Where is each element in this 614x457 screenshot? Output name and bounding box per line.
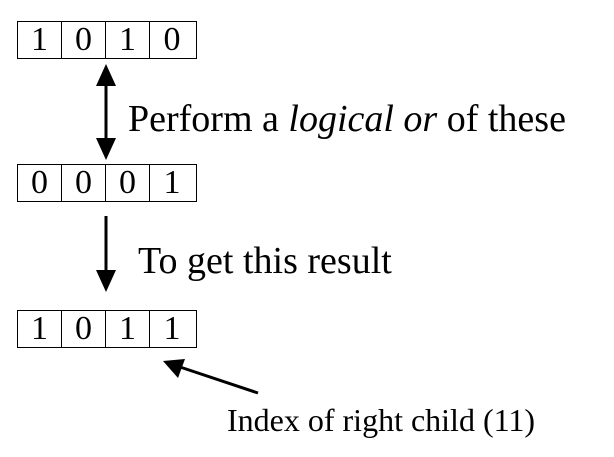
bit-cell: 0 <box>62 311 106 347</box>
bit-cell: 0 <box>62 22 106 58</box>
bit-cell: 1 <box>163 310 181 347</box>
bit-row-result: 1 0 1 1 <box>17 310 197 348</box>
pointer-arrow-icon <box>163 359 259 395</box>
bit-cell: 0 <box>18 165 62 201</box>
bit-cell: 0 <box>106 165 150 201</box>
logical-or-label-italic: logical or <box>288 98 438 140</box>
logical-or-label-suffix: of these <box>437 98 566 140</box>
bit-cell: 1 <box>106 22 150 58</box>
bit-cell: 0 <box>163 21 181 58</box>
bit-cell: 1 <box>106 311 150 347</box>
bit-cell: 1 <box>18 311 62 347</box>
result-label: To get this result <box>138 240 392 282</box>
logical-or-label: Perform a logical or of these <box>128 100 566 138</box>
bit-cell: 1 <box>163 164 181 201</box>
bit-cell: 1 <box>18 22 62 58</box>
logical-or-label-prefix: Perform a <box>128 98 289 140</box>
bit-cell: 0 <box>62 165 106 201</box>
down-arrow-icon <box>96 216 116 292</box>
bit-row-second: 0 0 0 1 <box>17 164 197 202</box>
double-arrow-icon <box>96 64 116 160</box>
index-label: Index of right child (11) <box>227 402 536 438</box>
bit-row-first: 1 0 1 0 <box>17 21 197 59</box>
